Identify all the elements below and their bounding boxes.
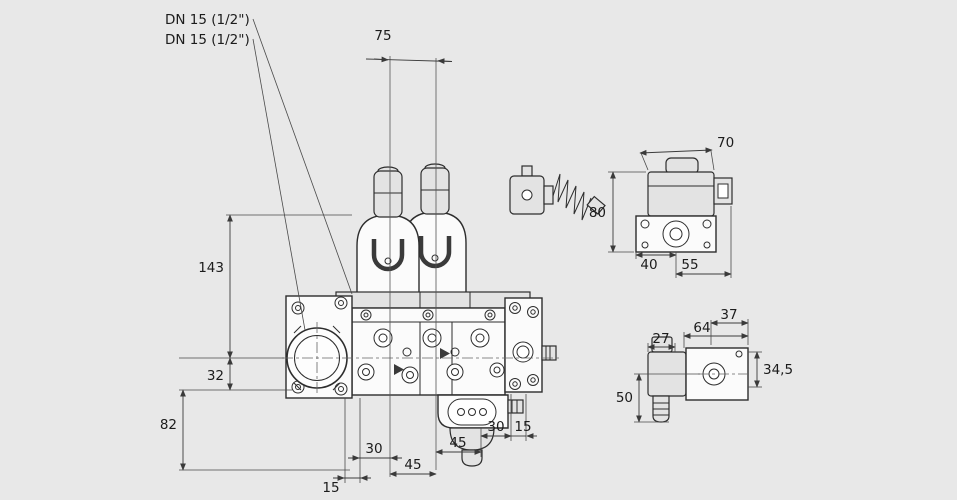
dim-50: 50: [616, 373, 700, 423]
dn2-label: DN 15 (1/2"): [165, 32, 250, 48]
dim-143: 143: [179, 214, 352, 359]
dim-30-right-label: 30: [487, 419, 504, 435]
left-flange: [285, 295, 353, 399]
dim-45-right: 45: [435, 428, 482, 457]
dim-15-right: 15: [511, 394, 537, 441]
dim-45-left: 45: [389, 457, 437, 477]
dim-55-label: 55: [681, 257, 698, 273]
dim-75: 75: [365, 28, 453, 65]
port-label-dn1: DN 15 (1/2"): [165, 12, 353, 295]
dim-80-label: 80: [589, 205, 606, 221]
dimensions: DN 15 (1/2") DN 15 (1/2") 75 143 32: [160, 12, 793, 496]
coil-window-right: [418, 236, 452, 269]
dim-70-label: 70: [717, 135, 734, 151]
coiled-cable: [552, 173, 592, 221]
dim-45-left-label: 45: [404, 457, 421, 473]
dim-15-left: 15: [322, 398, 371, 496]
dim-64-label: 64: [693, 320, 710, 336]
threaded-stub: [541, 345, 557, 361]
dim-143-label: 143: [198, 260, 224, 276]
dim-34-5: 34,5: [748, 351, 793, 388]
dim-15-left-label: 15: [322, 480, 339, 496]
main-front-view: [282, 56, 560, 477]
flow-arrow-right: [440, 348, 450, 359]
top-view: [647, 336, 750, 423]
port-bosses: [373, 328, 490, 357]
side-view: [635, 157, 733, 253]
dim-40: 40: [635, 252, 677, 278]
cable-assembly: [509, 165, 606, 221]
dim-27-label: 27: [652, 331, 669, 347]
threaded-stub-top-view: [652, 395, 670, 423]
screw-circles: [360, 309, 496, 321]
dim-82-label: 82: [160, 417, 177, 433]
dim-40-label: 40: [640, 257, 657, 273]
thread-ticks: [293, 325, 341, 391]
dim-50-label: 50: [616, 390, 633, 406]
dim-82: 82: [160, 389, 350, 471]
dim-32: 32: [179, 357, 292, 391]
dim-37: 37: [710, 307, 749, 345]
dim-80: 80: [589, 171, 646, 253]
dim-45-right-label: 45: [449, 435, 466, 451]
dim-30-left-label: 30: [365, 441, 382, 457]
port-label-dn2: DN 15 (1/2"): [165, 32, 306, 331]
actuator-left: [356, 166, 420, 299]
dn1-label: DN 15 (1/2"): [165, 12, 250, 28]
dim-27: 27: [647, 331, 676, 352]
lower-bosses: [357, 362, 505, 384]
dim-34-5-label: 34,5: [763, 362, 793, 378]
dim-30-left: 30: [348, 441, 402, 461]
solenoid-coil: [647, 171, 715, 217]
dim-75-label: 75: [374, 28, 391, 44]
valve-body: [351, 307, 506, 396]
pilot-stub: [507, 399, 524, 414]
right-flange: [504, 297, 557, 393]
dim-15-right-label: 15: [514, 419, 531, 435]
dim-37-label: 37: [720, 307, 737, 323]
dim-55: 55: [675, 206, 732, 278]
dim-70: 70: [639, 135, 734, 171]
top-plate: [335, 291, 531, 309]
dim-30-right: 30: [480, 394, 512, 441]
dim-32-label: 32: [207, 368, 224, 384]
coil-window-left: [371, 239, 405, 272]
sight-plate: [447, 398, 497, 426]
cable-connector: [586, 195, 606, 215]
flow-arrow-left: [394, 364, 404, 375]
